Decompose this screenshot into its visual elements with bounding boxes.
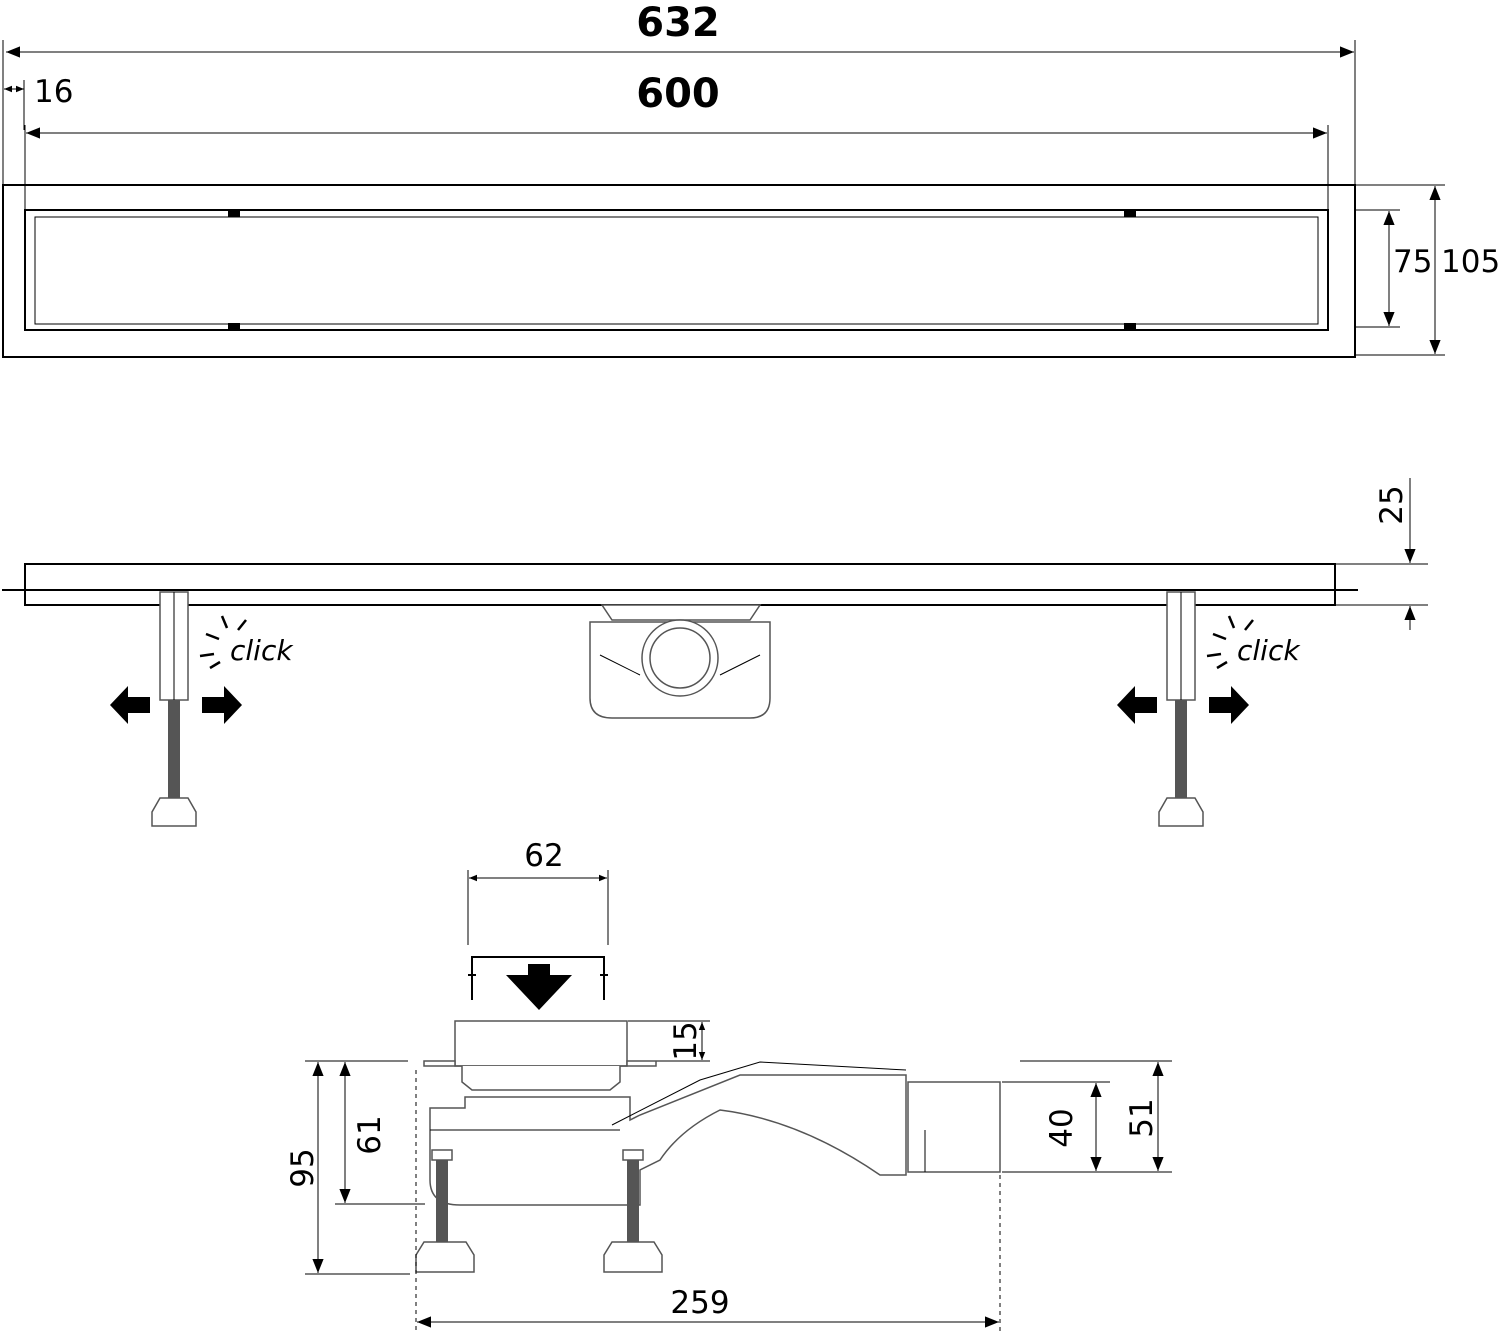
side-view: 25 click xyxy=(2,478,1428,827)
grate-insert xyxy=(454,1020,628,1067)
clip-mark xyxy=(228,209,240,217)
dim-label-51: 51 xyxy=(1124,1098,1160,1137)
dim-label-95: 95 xyxy=(285,1148,321,1187)
arrow-right-icon xyxy=(1209,686,1249,724)
arrow-left-icon xyxy=(1117,686,1157,724)
dim-label-600: 600 xyxy=(636,71,720,117)
clip-mark xyxy=(1124,323,1136,331)
top-view: 632 600 16 75 105 xyxy=(2,0,1500,358)
foot-base xyxy=(603,1241,663,1273)
foot-base xyxy=(151,797,197,827)
foot-base xyxy=(1158,797,1204,827)
threaded-rod xyxy=(1175,700,1187,798)
channel-side-profile xyxy=(24,563,1336,606)
insert-arrow-down-icon xyxy=(506,975,572,1010)
dim-label-105: 105 xyxy=(1441,244,1500,280)
left-adjustable-foot: click xyxy=(110,591,294,827)
channel-inner-frame xyxy=(24,209,1329,331)
threaded-rod xyxy=(436,1155,448,1243)
threaded-rod xyxy=(627,1155,639,1243)
dim-label-15: 15 xyxy=(668,1021,704,1060)
click-label: click xyxy=(1237,634,1301,667)
click-burst-icon xyxy=(199,615,247,670)
outlet-spigot xyxy=(907,1081,1001,1173)
arrow-right-icon xyxy=(202,686,242,724)
dim-label-259: 259 xyxy=(670,1285,729,1321)
dim-label-75: 75 xyxy=(1393,244,1432,280)
clip-mark xyxy=(1124,209,1136,217)
channel-outer-frame xyxy=(2,184,1356,358)
foot-base xyxy=(415,1241,475,1273)
dim-label-40: 40 xyxy=(1044,1108,1080,1147)
click-label: click xyxy=(230,634,294,667)
dim-label-62: 62 xyxy=(524,838,563,874)
dim-label-61: 61 xyxy=(352,1115,388,1154)
threaded-rod xyxy=(168,700,180,798)
clip-mark xyxy=(228,323,240,331)
section-view: 62 15 xyxy=(285,838,1172,1333)
right-adjustable-foot: click xyxy=(1117,591,1301,827)
grate-cover xyxy=(34,216,1319,325)
grate-profile xyxy=(471,956,605,1000)
click-burst-icon xyxy=(1206,615,1254,670)
dim-label-16: 16 xyxy=(34,74,73,110)
dim-label-25: 25 xyxy=(1374,485,1410,524)
outlet-pipe-inner xyxy=(649,627,711,689)
dim-label-632: 632 xyxy=(636,0,720,46)
drain-outlet-side xyxy=(589,604,771,719)
outlet-collar xyxy=(600,604,762,621)
drain-housing xyxy=(429,1074,907,1206)
arrow-left-icon xyxy=(110,686,150,724)
drain-body-section xyxy=(415,1020,1001,1273)
